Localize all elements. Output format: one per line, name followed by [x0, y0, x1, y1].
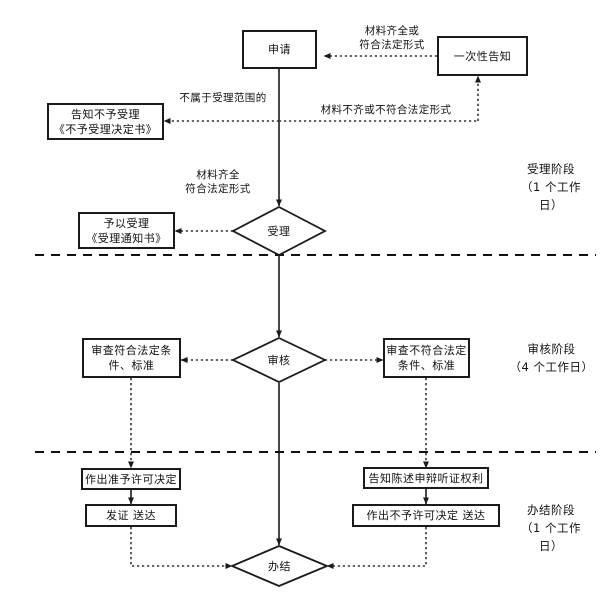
decision-accept[interactable]: 受理	[231, 205, 327, 257]
decision-review[interactable]: 审核	[230, 337, 328, 383]
node-make-permit-label: 作出准予许可决定	[85, 472, 177, 486]
stage-label-completion-line2: （1 个工作	[521, 521, 581, 535]
node-notify-rights-label: 告知陈述申辩听证权利	[368, 471, 484, 485]
stage-label-accept-line2: （1 个工作	[521, 180, 581, 194]
node-review-fail-line1: 审查不符合法定	[386, 344, 467, 357]
stage-label-completion-line3: 日）	[539, 539, 563, 553]
node-make-refusal[interactable]: 作出不予许可决定 送达	[352, 504, 500, 527]
node-accept-grant[interactable]: 予以受理 《受理通知书》	[78, 212, 175, 249]
stage-label-accept: 受理阶段 （1 个工作 日）	[508, 160, 594, 214]
node-apply-label: 申请	[268, 43, 291, 56]
node-notify-not-accept-line2: 《不予受理决定书》	[53, 122, 158, 136]
node-apply[interactable]: 申请	[242, 30, 317, 69]
node-notify-not-accept-line1: 告知不予受理	[71, 107, 140, 121]
stage-label-review-line2: （4 个工作日）	[509, 360, 594, 374]
node-accept-grant-line2: 《受理通知书》	[86, 231, 167, 245]
node-notify-not-accept[interactable]: 告知不予受理 《不予受理决定书》	[47, 103, 164, 140]
decision-complete[interactable]: 办结	[229, 545, 330, 587]
edge-label-materials-complete-legal: 材料齐全 符合法定形式	[163, 168, 273, 196]
node-review-pass-line2: 件、标准	[108, 359, 155, 372]
edge-label-materials-complete-legal-line1: 材料齐全	[196, 169, 240, 181]
stage-label-accept-line1: 受理阶段	[527, 162, 575, 176]
edge-label-out-of-scope-line1: 不属于受理范围的	[179, 92, 267, 104]
node-make-permit[interactable]: 作出准予许可决定	[81, 468, 181, 490]
stage-label-review: 审核阶段 （4 个工作日）	[504, 340, 599, 376]
node-one-time-notice[interactable]: 一次性告知	[437, 36, 528, 76]
edge-label-out-of-scope: 不属于受理范围的	[168, 91, 278, 105]
edge-label-materials-complete-or-legal: 材料齐全或 符合法定形式	[336, 24, 448, 52]
stage-label-accept-line3: 日）	[539, 198, 563, 212]
stage-label-review-line1: 审核阶段	[527, 342, 576, 356]
edge-label-materials-complete-or-legal-line1: 材料齐全或	[364, 25, 420, 37]
node-review-pass[interactable]: 审查符合法定条 件、标准	[82, 338, 181, 378]
edge-label-materials-complete-or-legal-line2: 符合法定形式	[359, 39, 425, 51]
node-issue-deliver-label: 发证 送达	[106, 509, 156, 522]
node-review-fail-line2: 条件、标准	[397, 359, 456, 372]
node-one-time-notice-label: 一次性告知	[453, 49, 512, 63]
node-review-pass-line1: 审查符合法定条	[91, 344, 172, 357]
stage-label-completion: 办结阶段 （1 个工作 日）	[508, 501, 594, 555]
node-accept-grant-line1: 予以受理	[103, 216, 150, 230]
edge-label-materials-incomplete-line1: 材料不齐或不符合法定形式	[320, 104, 452, 116]
edge-label-materials-complete-legal-line2: 符合法定形式	[185, 183, 251, 195]
node-issue-deliver[interactable]: 发证 送达	[85, 504, 177, 527]
node-review-fail[interactable]: 审查不符合法定 条件、标准	[383, 338, 470, 378]
node-make-refusal-label: 作出不予许可决定 送达	[366, 509, 486, 522]
node-notify-rights[interactable]: 告知陈述申辩听证权利	[363, 467, 489, 489]
edge-label-materials-incomplete: 材料不齐或不符合法定形式	[300, 103, 472, 117]
stage-label-completion-line1: 办结阶段	[527, 503, 575, 517]
